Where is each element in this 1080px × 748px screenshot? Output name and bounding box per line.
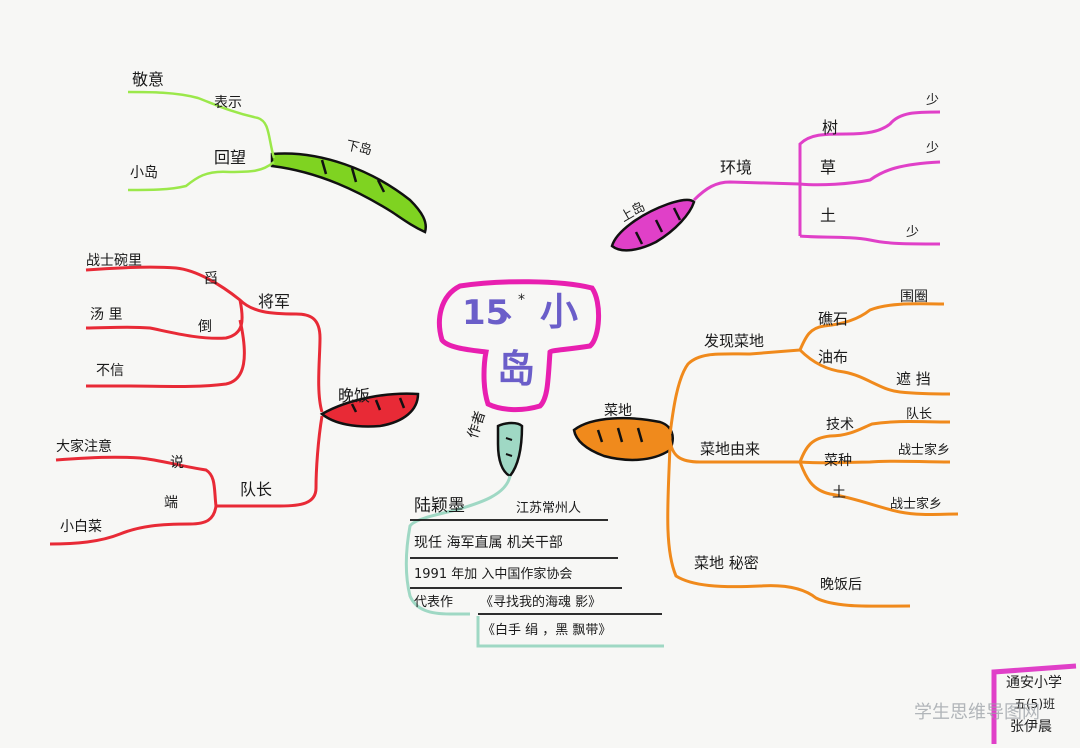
branch-wan-fan xyxy=(49,265,420,546)
label-cao-shao: 少 xyxy=(926,141,940,156)
label-zhanshi-jiaxiang-1: 战士家乡 xyxy=(898,443,951,458)
title-char-xiao: 小 xyxy=(540,290,579,334)
label-jiangjun: 将军 xyxy=(258,292,291,311)
author-association: 1991 年加 入中国作家协会 xyxy=(414,567,573,582)
label-duizhang: 队长 xyxy=(240,480,273,499)
label-cao: 草 xyxy=(820,158,837,177)
author-work-2: 《白手 绢 ，黑 飘带》 xyxy=(482,623,612,638)
watermark: 学生思维导图网 xyxy=(914,702,1040,723)
label-jingyi: 敬意 xyxy=(132,70,165,89)
label-dao: 倒 xyxy=(198,319,212,335)
label-huiwang: 回望 xyxy=(214,148,247,167)
title-char-dao: 岛 xyxy=(497,347,536,391)
label-tu-2: 土 xyxy=(832,485,846,501)
label-duizhang-2: 队长 xyxy=(906,407,933,422)
label-caidi-mimi: 菜地 秘密 xyxy=(694,554,759,572)
label-tu: 土 xyxy=(820,206,837,225)
title-frame xyxy=(437,279,602,413)
signature-school: 通安小学 xyxy=(1006,675,1062,691)
label-zhanshi-jiaxiang-2: 战士家乡 xyxy=(890,497,943,512)
author-name: 陆颖墨 xyxy=(414,496,465,516)
label-shu-shao: 少 xyxy=(926,93,940,108)
label-xiaodao: 小岛 xyxy=(130,165,158,181)
label-biaoshi: 表示 xyxy=(214,95,242,111)
label-jiaoshi: 礁石 xyxy=(818,310,849,328)
label-weiquan: 围圈 xyxy=(900,289,928,305)
branch-xia-dao xyxy=(127,90,427,234)
signature-frame xyxy=(991,663,1077,744)
author-works-label: 代表作 xyxy=(414,595,454,610)
title-separator: 、 xyxy=(502,294,529,324)
author-origin: 江苏常州人 xyxy=(516,501,582,516)
label-buxin: 不信 xyxy=(96,363,124,379)
label-shu: 树 xyxy=(822,118,839,137)
label-yao: 舀 xyxy=(204,271,218,287)
label-wanfan-hou: 晚饭后 xyxy=(820,577,862,593)
signature-name: 张伊晨 xyxy=(1010,719,1052,735)
branch-shang-dao xyxy=(610,110,941,252)
label-huanjing: 环境 xyxy=(720,158,753,177)
signature-class: 五(5)班 xyxy=(1014,697,1055,711)
title-star: * xyxy=(518,292,525,308)
branch-cai-di xyxy=(572,302,959,608)
label-jishu: 技术 xyxy=(826,417,854,433)
label-caidi-youlai: 菜地由来 xyxy=(700,440,761,458)
label-tangli: 汤 里 xyxy=(90,307,123,323)
label-shuo: 说 xyxy=(170,455,184,471)
label-dajia-zhuyi: 大家注意 xyxy=(56,439,112,455)
label-tu-shao: 少 xyxy=(906,225,920,240)
author-work-1: 《寻找我的海魂 影》 xyxy=(480,595,602,610)
label-wan-fan: 晚饭 xyxy=(338,386,371,405)
label-zhanshi-wanli: 战士碗里 xyxy=(86,253,142,269)
label-caizhong: 菜种 xyxy=(824,453,852,469)
label-faxian-caidi: 发现菜地 xyxy=(704,332,765,350)
label-xiao-baicai: 小白菜 xyxy=(60,519,102,535)
label-zhedang: 遮 挡 xyxy=(896,370,931,388)
branch-author xyxy=(404,421,664,648)
label-cai-di: 菜地 xyxy=(604,403,632,419)
author-job: 现任 海军直属 机关干部 xyxy=(414,535,563,551)
label-duan: 端 xyxy=(164,495,178,511)
label-youbu: 油布 xyxy=(818,348,849,366)
title-number: 15 xyxy=(462,293,510,333)
